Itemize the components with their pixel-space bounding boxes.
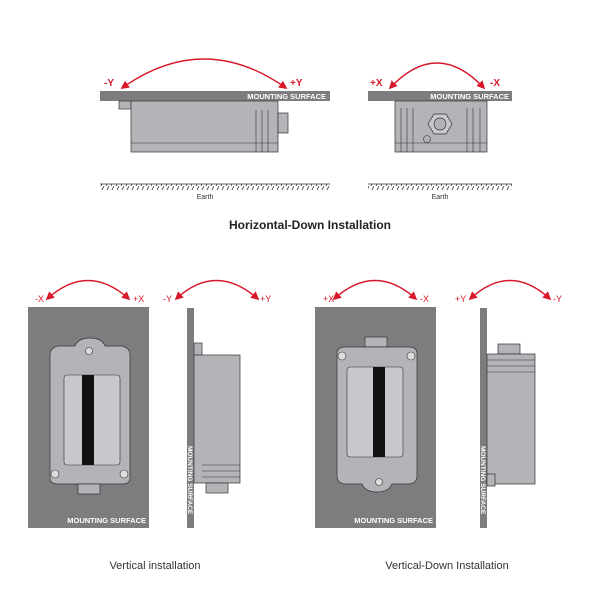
axis-label-right: -Y — [553, 294, 562, 304]
ground-label: Earth — [432, 194, 449, 201]
horizontal-front-view: +X -X MOUNTING SURFACE Earth — [368, 62, 512, 201]
vertical-down-front-view: +X -X MOUNTING SURFACE — [315, 279, 436, 528]
mounting-surface — [100, 91, 330, 101]
axis-label-right: +X — [133, 294, 144, 304]
device-front-shape — [394, 100, 488, 153]
axis-label-left: -X — [35, 294, 44, 304]
axis-label-neg: +X — [370, 78, 383, 89]
ground-hatch — [100, 184, 330, 190]
vertical-side-view: -Y +Y MOUNTING SURFACE — [163, 279, 271, 528]
section-title: Horizontal-Down Installation — [229, 218, 391, 232]
axis-label-pos: -X — [490, 78, 500, 89]
mounting-surface — [187, 308, 194, 528]
device-side-shape — [118, 100, 289, 153]
rotation-arrow — [468, 279, 552, 301]
axis-label-pos: +Y — [290, 78, 303, 89]
device-side-shape — [486, 343, 536, 487]
rotation-arrow — [45, 279, 131, 301]
mounting-surface — [480, 308, 487, 528]
caption-vertical-down: Vertical-Down Installation — [385, 560, 509, 572]
axis-label-neg: -Y — [104, 78, 114, 89]
axis-label-left: +X — [323, 294, 334, 304]
mounting-surface — [368, 91, 512, 101]
device-front-shape — [336, 336, 418, 493]
horizontal-side-view: -Y +Y MOUNTING SURFACE Earth — [100, 58, 330, 201]
rotation-arrow — [332, 279, 418, 301]
caption-vertical: Vertical installation — [109, 560, 200, 572]
ground-hatch — [368, 184, 512, 190]
axis-label-right: -X — [420, 294, 429, 304]
vertical-down-side-view: +Y -Y MOUNTING SURFACE — [455, 279, 562, 528]
surface-label: MOUNTING SURFACE — [430, 92, 509, 101]
axis-label-left: -Y — [163, 294, 172, 304]
axis-label-left: +Y — [455, 294, 466, 304]
surface-label: MOUNTING SURFACE — [479, 446, 486, 515]
surface-label: MOUNTING SURFACE — [247, 92, 326, 101]
surface-label: MOUNTING SURFACE — [354, 516, 433, 525]
vertical-front-view: -X +X MOUNTING SURFACE — [28, 279, 149, 528]
rotation-arrow — [120, 58, 288, 89]
ground-label: Earth — [197, 194, 214, 201]
device-front-shape — [49, 337, 131, 495]
surface-label: MOUNTING SURFACE — [186, 446, 193, 515]
surface-label: MOUNTING SURFACE — [67, 516, 146, 525]
rotation-arrow — [388, 62, 486, 90]
rotation-arrow — [174, 279, 260, 301]
device-side-shape — [193, 342, 241, 494]
axis-label-right: +Y — [260, 294, 271, 304]
